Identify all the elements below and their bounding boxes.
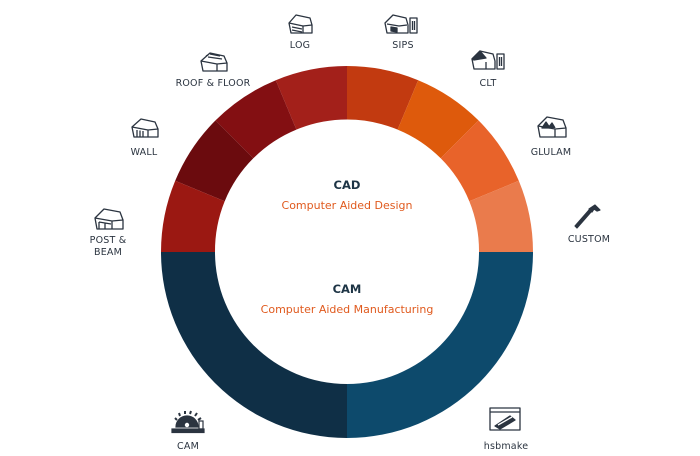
post-beam-house-icon — [94, 208, 124, 230]
hsbmake-screen-icon — [489, 407, 521, 431]
wall-house-icon — [131, 118, 159, 138]
log-house-icon — [288, 14, 313, 34]
segment-post-beam[interactable] — [161, 180, 225, 252]
segment-clt[interactable] — [397, 80, 479, 159]
segment-hsbmake[interactable] — [347, 252, 533, 438]
cam-title: CAM — [332, 282, 362, 296]
sips-house-icon — [384, 14, 418, 34]
label-wall: WALL — [130, 147, 158, 158]
segment-sips[interactable] — [347, 66, 419, 130]
segment-log[interactable] — [275, 66, 347, 130]
roof-floor-house-icon — [200, 52, 228, 72]
clt-house-icon — [471, 50, 505, 70]
label-roof-floor: ROOF & FLOOR — [175, 78, 251, 89]
label-post-beam-line1: POST & — [89, 235, 127, 246]
cad-title: CAD — [333, 178, 361, 192]
label-post-beam: POST &BEAM — [78, 235, 138, 259]
label-clt: CLT — [479, 78, 497, 89]
cad-subtitle: Computer Aided Design — [281, 199, 413, 212]
segment-glulam[interactable] — [440, 120, 519, 202]
segment-custom[interactable] — [469, 180, 533, 252]
label-sips: SIPS — [392, 40, 414, 51]
saw-blade-icon — [171, 410, 205, 434]
cam-subtitle: Computer Aided Manufacturing — [260, 303, 434, 316]
label-custom: CUSTOM — [567, 234, 611, 245]
segment-wall[interactable] — [175, 120, 254, 202]
label-hsbmake: hsbmake — [483, 441, 529, 452]
label-post-beam-line2: BEAM — [93, 247, 122, 258]
label-glulam: GLULAM — [530, 147, 572, 158]
segment-roof-floor[interactable] — [215, 80, 297, 159]
glulam-house-icon — [537, 116, 567, 138]
hammer-icon — [574, 204, 601, 229]
label-cam: CAM — [177, 441, 199, 452]
segment-cam[interactable] — [161, 252, 347, 438]
label-log: LOG — [289, 40, 311, 51]
